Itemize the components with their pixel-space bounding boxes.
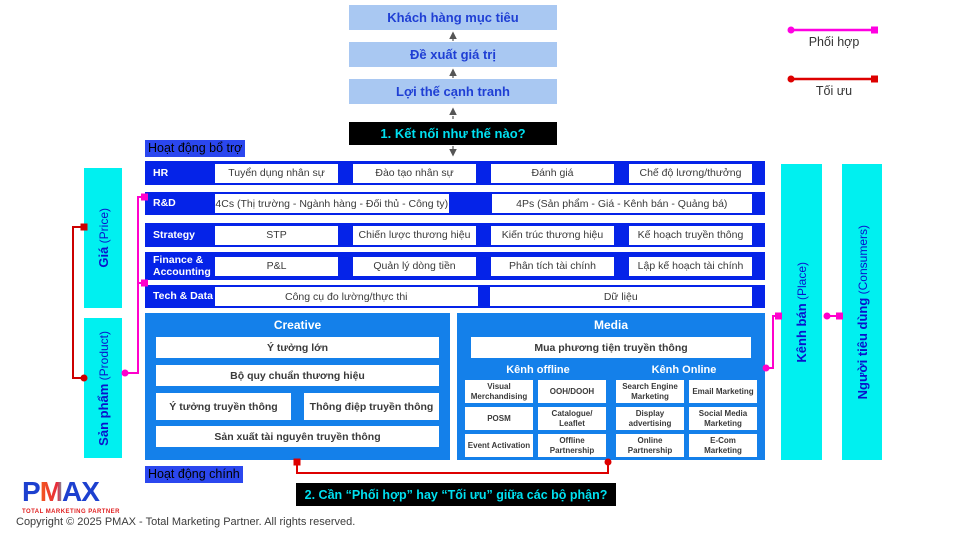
legend-coordinate-square	[871, 26, 878, 34]
row-tech-data: Tech & Data Công cụ đo lường/thực thi Dữ…	[145, 285, 765, 308]
strategy-item: Chiến lược thương hiệu	[353, 225, 476, 245]
legend-optimize-label: Tối ưu	[815, 84, 853, 98]
row-rnd: R&D 4Cs (Thị trường - Ngành hàng - Đối t…	[145, 192, 765, 215]
finance-item: Phân tích tài chính	[491, 256, 614, 276]
question1-box: 1. Kết nối như thế nào?	[349, 122, 557, 145]
row-rnd-label: R&D	[153, 197, 176, 210]
svg-text:PMAX: PMAX	[22, 476, 100, 506]
creative-comm-idea: Ý tưởng truyền thông	[156, 393, 291, 420]
legend-optimize-dot	[787, 75, 795, 83]
creative-brand-guideline: Bộ quy chuẩn thương hiệu	[156, 365, 439, 386]
online-channel-header: Kênh Online	[651, 364, 717, 376]
product-bar-label: Sản phẩm	[95, 383, 111, 446]
tech-data-item: Công cụ đo lường/thực thi	[215, 287, 478, 306]
logo-p: P	[22, 476, 40, 506]
consumers-bar-label: Người tiêu dùng	[854, 297, 870, 400]
target-customer-box: Khách hàng mục tiêu	[349, 5, 557, 30]
creative-asset-production: Sản xuất tài nguyên truyền thông	[156, 426, 439, 447]
row-finance-label: Finance & Accounting	[153, 253, 211, 278]
hr-item: Đào tạo nhân sự	[353, 163, 476, 183]
row-hr: HR Tuyển dụng nhân sự Đào tạo nhân sự Đá…	[145, 161, 765, 185]
offline-item: POSM	[465, 407, 533, 430]
row-finance: Finance & Accounting P&L Quản lý dòng ti…	[145, 252, 765, 280]
online-item: Display advertising	[616, 407, 684, 430]
creative-big-idea: Ý tưởng lớn	[156, 337, 439, 358]
logo-ax: AX	[62, 476, 100, 506]
legend-optimize-square	[871, 75, 878, 83]
consumers-bar-sub: (Consumers)	[855, 224, 870, 298]
rnd-item: 4Ps (Sản phẩm - Giá - Kênh bán - Quảng b…	[491, 194, 752, 213]
offline-grid: Visual Merchandising OOH/DOOH POSM Catal…	[465, 380, 606, 457]
row-tech-data-label: Tech & Data	[153, 290, 213, 303]
pmax-logo-icon: PMAX	[22, 476, 101, 507]
question2-box: 2. Cần “Phối hợp” hay “Tối ưu” giữa các …	[296, 483, 616, 506]
online-item: Online Partnership	[616, 434, 684, 457]
optimize-creative-media-line	[296, 462, 609, 474]
row-strategy-label: Strategy	[153, 228, 196, 241]
finance-item: P&L	[215, 256, 338, 276]
offline-item: Catalogue/ Leaflet	[538, 407, 606, 430]
logo-tagline: TOTAL MARKETING PARTNER	[22, 509, 120, 515]
place-bar-label: Kênh bán	[794, 303, 809, 363]
consumers-bar: Người tiêu dùng (Consumers)	[842, 164, 882, 460]
offline-item: OOH/DOOH	[538, 380, 606, 403]
row-strategy: Strategy STP Chiến lược thương hiệu Kiến…	[145, 223, 765, 247]
offline-channel-header: Kênh offline	[506, 364, 570, 376]
media-panel: Media Mua phương tiện truyền thông Kênh …	[457, 313, 765, 460]
legend-coordinate-label: Phối hợp	[808, 35, 860, 49]
rnd-item: 4Cs (Thị trường - Ngành hàng - Đối thủ -…	[215, 194, 449, 213]
row-hr-label: HR	[153, 166, 169, 179]
online-item: Social Media Marketing	[689, 407, 757, 430]
strategy-item: STP	[215, 225, 338, 245]
media-title: Media	[593, 318, 628, 332]
finance-item: Lập kế hoạch tài chính	[629, 256, 752, 276]
creative-panel: Creative Ý tưởng lớn Bộ quy chuẩn thương…	[145, 313, 450, 460]
online-item: Email Marketing	[689, 380, 757, 403]
logo-m: M	[40, 476, 62, 506]
offline-item: Event Activation	[465, 434, 533, 457]
support-activities-label: Hoạt động bổ trợ	[145, 140, 246, 157]
optimize-price-product-line	[72, 226, 84, 379]
price-bar-sub: (Price)	[96, 208, 111, 247]
coordinate-product-rnd-line	[125, 196, 143, 374]
hr-item: Tuyển dụng nhân sự	[215, 163, 338, 183]
pmax-logo: PMAX TOTAL MARKETING PARTNER	[22, 476, 132, 515]
strategy-item: Kiến trúc thương hiệu	[491, 225, 614, 245]
competitive-advantage-box: Lợi thế cạnh tranh	[349, 79, 557, 104]
offline-item: Offline Partnership	[538, 434, 606, 457]
online-item: Search Engine Marketing	[616, 380, 684, 403]
coordinate-media-place-line	[766, 315, 778, 369]
product-bar: Sản phẩm (Product)	[84, 318, 122, 458]
tech-data-item: Dữ liệu	[489, 287, 752, 306]
online-grid: Search Engine Marketing Email Marketing …	[616, 380, 757, 457]
online-item: E-Com Marketing	[689, 434, 757, 457]
strategy-item: Kế hoạch truyền thông	[629, 225, 752, 245]
offline-item: Visual Merchandising	[465, 380, 533, 403]
primary-activities-label: Hoạt động chính	[145, 466, 243, 483]
legend-coordinate-dot	[787, 26, 795, 34]
product-bar-sub: (Product)	[96, 330, 111, 384]
creative-comm-message: Thông điệp truyền thông	[304, 393, 439, 420]
place-bar-sub: (Place)	[795, 261, 809, 304]
media-buying-box: Mua phương tiện truyền thông	[471, 337, 751, 358]
hr-item: Chế độ lương/thưởng	[629, 163, 752, 183]
copyright-text: Copyright © 2025 PMAX - Total Marketing …	[16, 516, 356, 528]
coordinate-dot-product	[121, 369, 129, 377]
price-bar-label: Giá	[95, 246, 111, 268]
hr-item: Đánh giá	[491, 163, 614, 183]
value-proposition-box: Đề xuất giá trị	[349, 42, 557, 67]
creative-title: Creative	[273, 318, 322, 332]
finance-item: Quản lý dòng tiền	[353, 256, 476, 276]
price-bar: Giá (Price)	[84, 168, 122, 308]
place-bar: Kênh bán (Place)	[781, 164, 822, 460]
coordinate-dot-place	[823, 312, 831, 320]
